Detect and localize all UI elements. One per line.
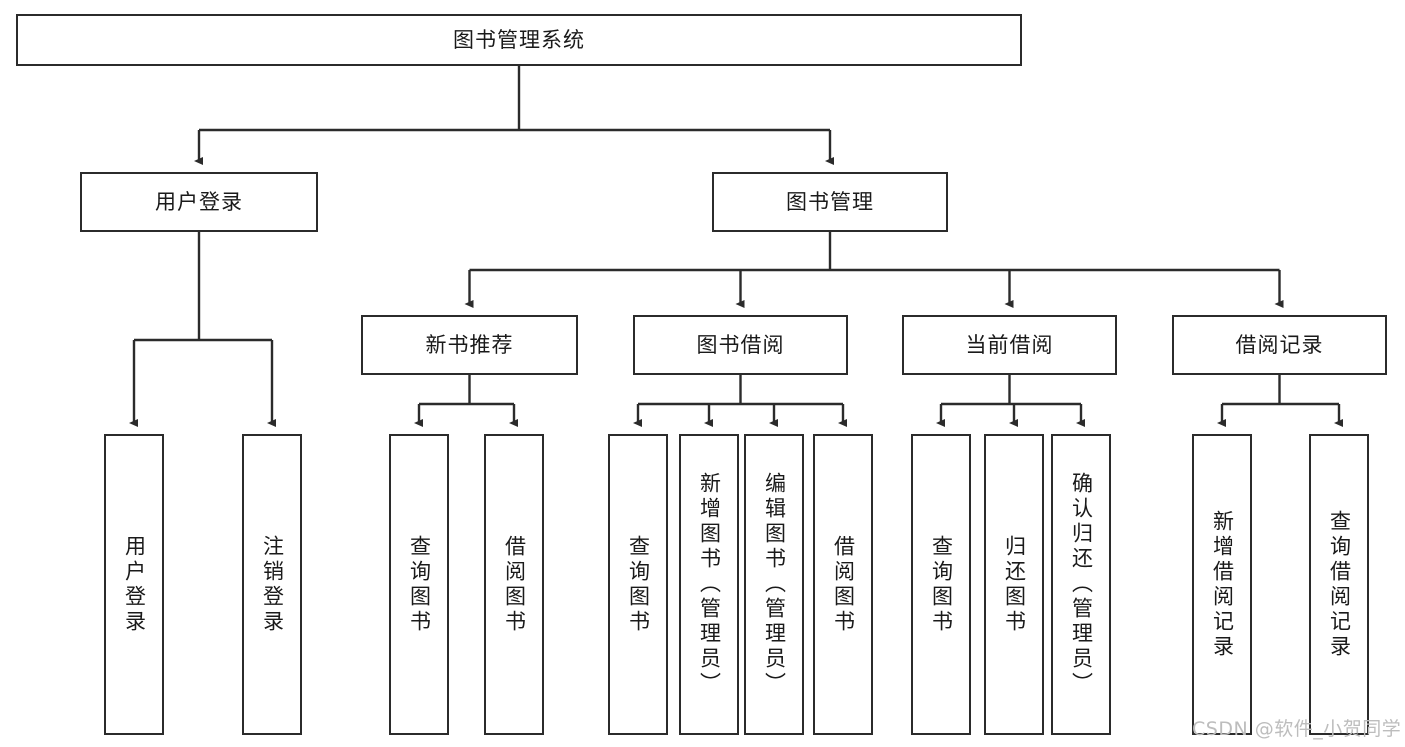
node-leaf-return-book[interactable]: 归还图书 [984, 434, 1044, 735]
node-label: 当前借阅 [965, 332, 1054, 357]
node-l3-current-borrow[interactable]: 当前借阅 [902, 315, 1117, 375]
node-leaf-user-login[interactable]: 用户登录 [104, 434, 164, 735]
node-label: 用户登录 [122, 534, 147, 635]
node-label: 借阅记录 [1235, 332, 1324, 357]
node-leaf-logout-login[interactable]: 注销登录 [242, 434, 302, 735]
node-label: 确认归还（管理员） [1069, 472, 1094, 697]
node-l3-borrow-record[interactable]: 借阅记录 [1172, 315, 1387, 375]
node-leaf-query-book-borrow[interactable]: 查询图书 [608, 434, 668, 735]
node-leaf-borrow-book-rec[interactable]: 借阅图书 [484, 434, 544, 735]
node-label: 查询借阅记录 [1327, 509, 1352, 660]
node-label: 新增借阅记录 [1210, 509, 1235, 660]
watermark-label: CSDN @软件_小贺同学 [1192, 718, 1402, 740]
node-leaf-query-book-rec[interactable]: 查询图书 [389, 434, 449, 735]
node-label: 注销登录 [260, 534, 285, 635]
node-leaf-add-borrow-record[interactable]: 新增借阅记录 [1192, 434, 1252, 735]
node-label: 归还图书 [1002, 534, 1027, 635]
node-l3-book-borrow[interactable]: 图书借阅 [633, 315, 848, 375]
node-label: 图书管理系统 [453, 27, 585, 52]
node-leaf-query-borrow-record[interactable]: 查询借阅记录 [1309, 434, 1369, 735]
node-leaf-confirm-return-admin[interactable]: 确认归还（管理员） [1051, 434, 1111, 735]
node-label: 新增图书（管理员） [697, 472, 722, 697]
node-root[interactable]: 图书管理系统 [16, 14, 1022, 66]
node-label: 查询图书 [929, 534, 954, 635]
node-label: 查询图书 [626, 534, 651, 635]
node-leaf-borrow-book-borrow[interactable]: 借阅图书 [813, 434, 873, 735]
node-label: 图书借阅 [696, 332, 785, 357]
node-label: 借阅图书 [502, 534, 527, 635]
node-label: 借阅图书 [831, 534, 856, 635]
node-l2-user-login[interactable]: 用户登录 [80, 172, 318, 232]
node-label: 新书推荐 [425, 332, 514, 357]
node-label: 查询图书 [407, 534, 432, 635]
node-label: 编辑图书（管理员） [762, 472, 787, 697]
node-label: 图书管理 [786, 189, 874, 214]
node-leaf-add-book-admin[interactable]: 新增图书（管理员） [679, 434, 739, 735]
node-label: 用户登录 [155, 189, 243, 214]
node-l2-book-manage[interactable]: 图书管理 [712, 172, 948, 232]
node-leaf-query-book-current[interactable]: 查询图书 [911, 434, 971, 735]
node-leaf-edit-book-admin[interactable]: 编辑图书（管理员） [744, 434, 804, 735]
node-l3-new-book-rec[interactable]: 新书推荐 [361, 315, 578, 375]
